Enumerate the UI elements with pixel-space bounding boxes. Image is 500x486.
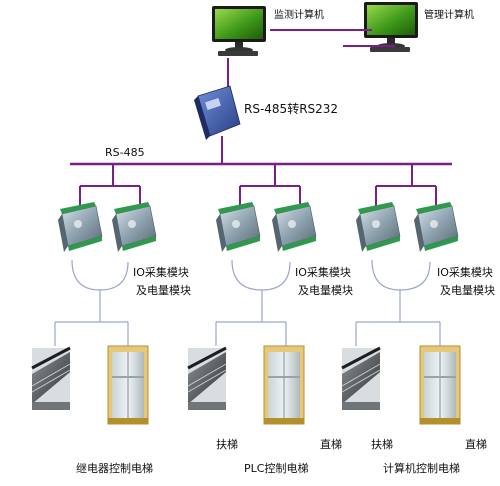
escalator-image — [186, 346, 228, 412]
power-module-icon — [111, 201, 157, 253]
module-label-line1: IO采集模块 — [437, 266, 493, 279]
elevator-label: 直梯 — [465, 438, 487, 451]
bus-taps — [79, 164, 437, 210]
converter-label: RS-485转RS232 — [244, 102, 339, 116]
bus-label: RS-485 — [105, 146, 145, 159]
escalator-label: 扶梯 — [216, 438, 238, 451]
module-label-line2: 及电量模块 — [136, 284, 191, 297]
module-label-line1: IO采集模块 — [133, 266, 189, 279]
module-label-line2: 及电量模块 — [440, 284, 495, 297]
io-module-icon — [57, 201, 103, 253]
escalator-image — [340, 346, 382, 412]
manager-computer-icon — [364, 2, 418, 52]
escalator-image — [30, 346, 72, 412]
elevator-image — [419, 345, 461, 425]
field-wiring — [54, 259, 441, 346]
converter-icon — [194, 85, 241, 140]
power-module-icon — [413, 201, 459, 253]
module-label-line1: IO采集模块 — [295, 266, 351, 279]
group-caption: 计算机控制电梯 — [383, 462, 460, 475]
elevator-image — [107, 345, 149, 425]
group-caption: PLC控制电梯 — [244, 462, 309, 475]
monitor-computer-icon — [212, 6, 266, 56]
power-module-icon — [271, 201, 317, 253]
io-module-icon — [215, 201, 261, 253]
monitor-pc-label: 监测计算机 — [274, 10, 324, 21]
group-caption: 继电器控制电梯 — [76, 462, 153, 475]
elevator-image — [263, 345, 305, 425]
manager-pc-label: 管理计算机 — [424, 10, 474, 21]
escalator-label: 扶梯 — [371, 438, 393, 451]
module-label-line2: 及电量模块 — [298, 284, 353, 297]
io-module-icon — [355, 201, 401, 253]
elevator-label: 直梯 — [320, 438, 342, 451]
